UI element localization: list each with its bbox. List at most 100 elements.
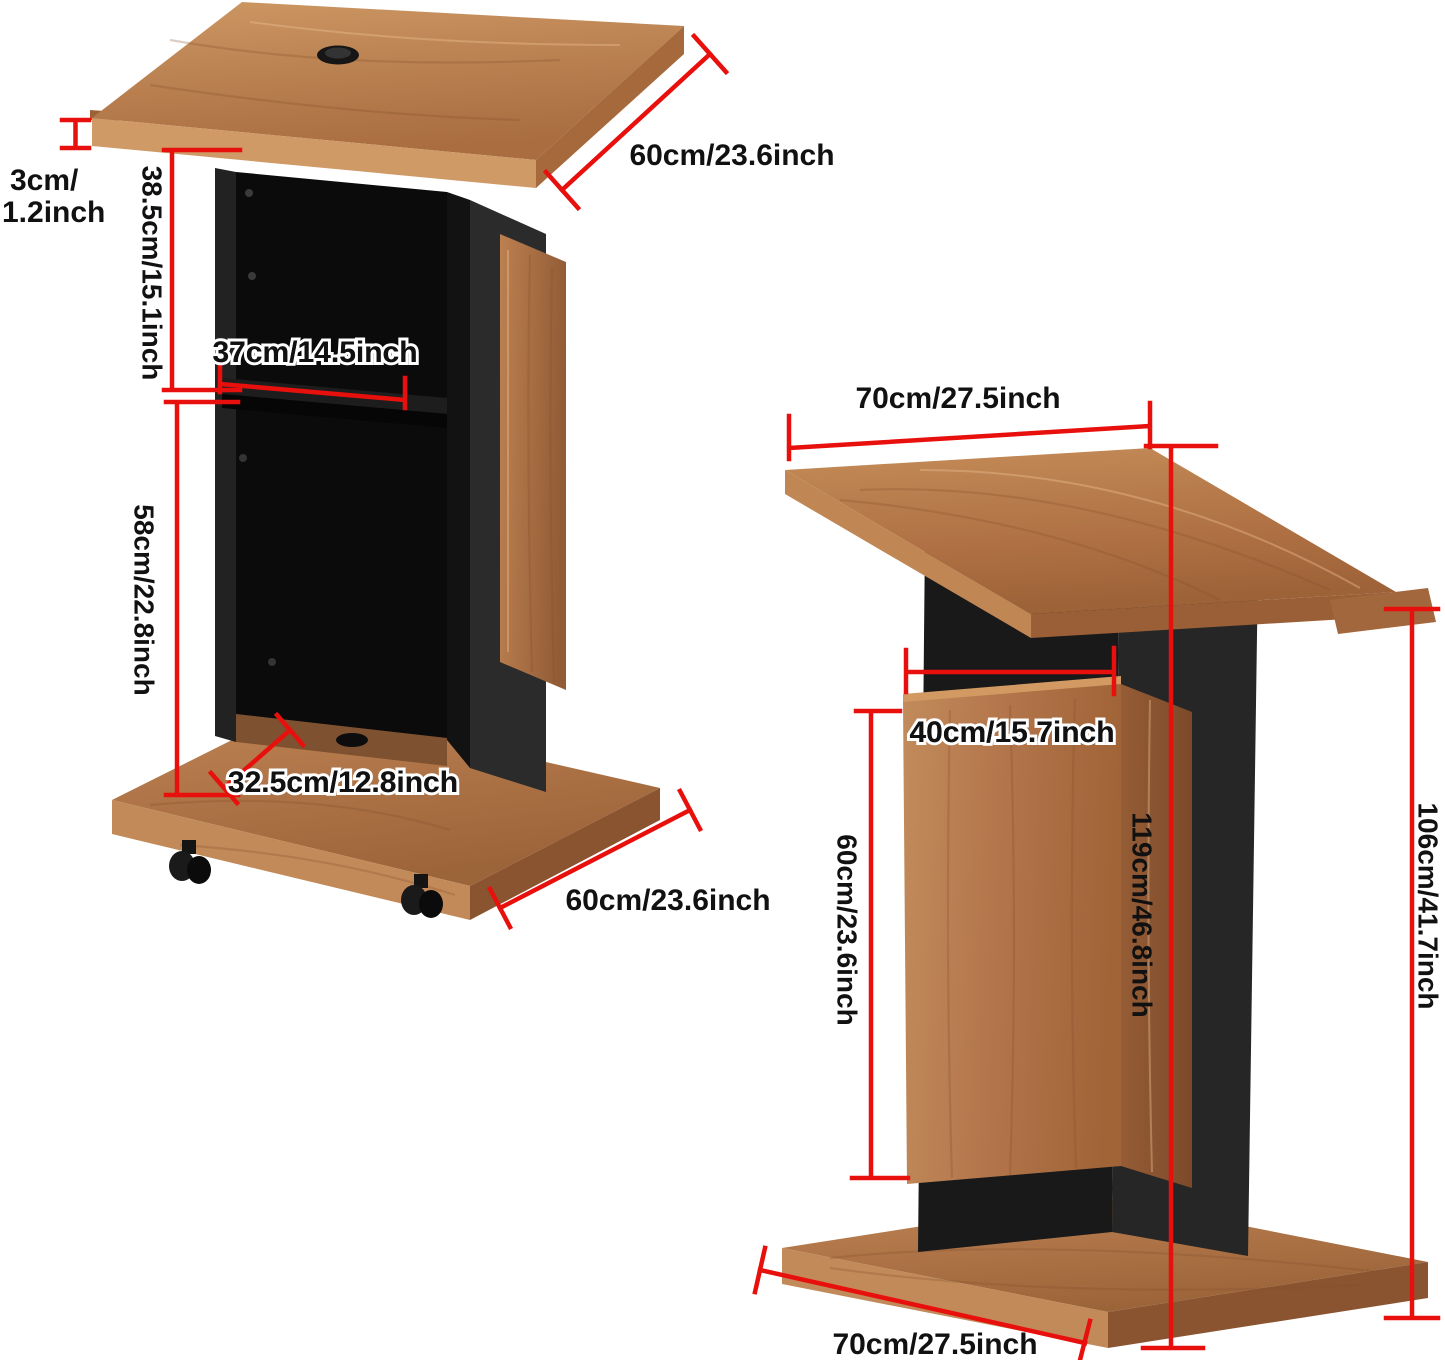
base-front-edge (782, 1248, 1108, 1348)
column-interior-back (236, 172, 447, 740)
base-cable-grommet (336, 733, 368, 747)
dim-lower-height: 58cm/22.8inch (129, 399, 241, 798)
caster-stem (414, 874, 428, 888)
dimension-tick (273, 711, 307, 749)
base-right-edge (470, 788, 660, 920)
dimension-line (220, 726, 294, 792)
dimension-line (903, 645, 1117, 697)
dim-shelf-width: 37cm/14.5inch 37cm/14.5inch (209, 333, 421, 411)
desktop-top-face (785, 448, 1396, 614)
wood-grain (527, 254, 534, 673)
dimension-bracket (59, 117, 92, 151)
dimension-line (217, 359, 408, 411)
dim-base-width: 70cm/27.5inch (752, 1245, 1093, 1360)
wood-grain (839, 498, 1221, 601)
screw-hole (248, 272, 256, 280)
caster-wheel-inner (187, 856, 211, 884)
wood-grain (149, 83, 521, 122)
dimension-line (786, 400, 1153, 462)
dim-base-opening-label: 32.5cm/12.8inch (228, 766, 458, 799)
dimension-line (757, 1267, 1088, 1346)
desktop-front-edge (92, 118, 536, 188)
dimension-tick (690, 32, 730, 76)
screw-hole (268, 658, 276, 666)
dim-base-depth-label: 60cm/23.6inch (565, 884, 770, 917)
dim-desk-depth: 60cm/23.6inch (542, 32, 835, 212)
dimension-line (558, 50, 714, 194)
dim-shelf-width-label: 37cm/14.5inch (212, 336, 417, 369)
dim-desk-thickness-label2: 1.2inch (2, 196, 105, 229)
dim-panel-width-halo: 40cm/15.7inch (909, 716, 1114, 749)
dim-base-width-label: 70cm/27.5inch (832, 1328, 1037, 1360)
dimension-tick (207, 769, 241, 807)
wood-grain (919, 469, 1361, 589)
dim-shelf-width-halo: 37cm/14.5inch (212, 336, 417, 369)
dimension-line (1383, 606, 1441, 1321)
wood-grain (1008, 704, 1016, 1176)
caster-stem (182, 840, 196, 854)
dim-desktop-width-label: 70cm/27.5inch (855, 382, 1060, 415)
base-right-edge (1108, 1262, 1428, 1348)
dim-upper-height-label: 38.5cm/15.1inch (137, 166, 168, 381)
dim-desk-depth-label: 60cm/23.6inch (629, 139, 834, 172)
dimensions-front-view: 60cm/23.6inch 3cm/ 1.2inch 38.5cm/15.1in… (2, 32, 835, 931)
dim-base-opening-depth: 32.5cm/12.8inch 32.5cm/12.8inch (207, 711, 461, 807)
column-right-wall (447, 192, 470, 768)
dim-overall-height: 119cm/46.8inch (1127, 443, 1219, 1351)
dim-side-height-label: 106cm/41.7inch (1413, 802, 1444, 1009)
side-wood-panel (500, 234, 566, 690)
dimension-tick (542, 168, 582, 212)
cable-grommet-inner (325, 47, 351, 59)
panel-top-edge (903, 676, 1121, 704)
dim-panel-width: 40cm/15.7inch 40cm/15.7inch (903, 645, 1118, 752)
desktop-top-face (92, 2, 684, 160)
dim-desk-thickness-label1: 3cm/ (10, 164, 79, 197)
dimension-line (163, 399, 241, 798)
dimension-line (161, 147, 243, 393)
wood-grain (859, 488, 1331, 592)
caster-wheel-inner (419, 890, 443, 918)
book-stop-ledge (1330, 588, 1436, 634)
wood-grain (829, 1248, 1381, 1274)
wood-grain (549, 267, 556, 683)
dim-overall-height-label: 119cm/46.8inch (1127, 812, 1158, 1017)
wood-grain (1070, 697, 1078, 1169)
dimension-tick (676, 787, 704, 833)
base-top-face (112, 706, 660, 886)
wood-grain (1147, 699, 1153, 1173)
dimension-tick (486, 885, 514, 931)
dim-base-depth: 60cm/23.6inch (486, 787, 771, 931)
dimension-line (849, 708, 911, 1181)
wood-grain (249, 21, 621, 46)
caster-wheel (401, 874, 443, 918)
caster-wheels (169, 840, 443, 918)
lectern-front-left-view: 60cm/23.6inch 3cm/ 1.2inch 38.5cm/15.1in… (2, 2, 835, 931)
dimension-tick (1077, 1318, 1093, 1360)
wood-grain (946, 709, 954, 1179)
screw-hole (245, 189, 253, 197)
dim-panel-height: 60cm/23.6inch (832, 708, 911, 1181)
dim-lower-height-label: 58cm/22.8inch (129, 504, 160, 695)
dim-desktop-width: 70cm/27.5inch (786, 382, 1153, 462)
wood-grain (829, 1266, 1361, 1291)
screw-hole (239, 454, 247, 462)
desktop-right-edge (536, 26, 684, 188)
dim-upper-height: 38.5cm/15.1inch (137, 147, 243, 393)
dim-desk-thickness: 3cm/ 1.2inch (2, 117, 105, 229)
dim-panel-height-label: 60cm/23.6inch (832, 834, 863, 1025)
dim-base-opening-halo: 32.5cm/12.8inch (228, 766, 458, 799)
caster-wheel (169, 840, 211, 884)
dimension-line (1140, 443, 1219, 1351)
desktop (785, 448, 1436, 638)
shelf-front-edge (222, 394, 447, 428)
base-platform (112, 706, 660, 920)
storage-column (215, 168, 566, 792)
dimension-line (496, 806, 694, 912)
dim-panel-width-label: 40cm/15.7inch (909, 716, 1114, 749)
panel-side-face (1121, 684, 1192, 1188)
desktop (90, 2, 684, 188)
dim-side-height: 106cm/41.7inch (1383, 606, 1444, 1321)
column-left-wall (215, 168, 236, 742)
